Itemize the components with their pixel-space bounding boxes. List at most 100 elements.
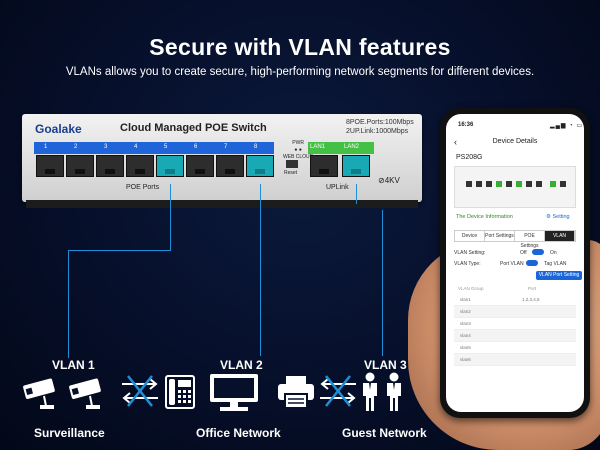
vlan2-line — [260, 184, 261, 356]
vlan-setting-off: Off — [520, 250, 527, 256]
cctv-camera-icon — [66, 378, 110, 410]
vlan1-line — [68, 250, 171, 251]
vlan-type-toggle[interactable] — [526, 260, 538, 266]
uplink-port-strip — [308, 142, 374, 154]
vlan-type-tag: Tag VLAN — [544, 261, 567, 267]
vlan3-line — [356, 184, 357, 204]
port-number: 5 — [164, 144, 168, 150]
device-port-icon — [506, 181, 512, 187]
category-label: Office Network — [196, 426, 281, 440]
device-port-icon — [516, 181, 522, 187]
device-port-icon — [466, 181, 472, 187]
poe-ports-label: POE Ports — [126, 184, 160, 191]
vlan-setting-toggle[interactable] — [532, 249, 544, 255]
vlan-setting-on: On — [550, 250, 557, 256]
ethernet-port — [216, 155, 244, 177]
uplink-port — [310, 155, 338, 177]
switch-spec-poe: 8POE.Ports:100Mbps — [346, 119, 414, 126]
surge-rating: ⊘4KV — [378, 176, 400, 185]
device-port-icon — [476, 181, 482, 187]
device-port-icon — [496, 181, 502, 187]
phone-time: 16:36 — [458, 122, 474, 128]
port-number: 4 — [134, 144, 138, 150]
ethernet-port — [186, 155, 214, 177]
uplink-port-number: LAN1 — [310, 144, 326, 150]
device-port-icon — [536, 181, 542, 187]
list-item[interactable]: vlan2 — [454, 306, 576, 318]
tab-device[interactable]: Device — [455, 231, 485, 241]
list-item[interactable]: vlan4 — [454, 330, 576, 342]
port-number: 3 — [104, 144, 108, 150]
smartphone: 16:36 ▂▄▆ ◔ ▭ ‹ Device Details PS208G Th… — [440, 108, 590, 418]
vlan-label: VLAN 3 — [364, 358, 407, 372]
setting-link[interactable]: ⚙ Setting — [546, 214, 570, 220]
vlan-type-label: VLAN Type: — [454, 261, 481, 267]
tab-port-settings[interactable]: Port Settings — [485, 231, 515, 241]
ethernet-port — [66, 155, 94, 177]
status-leds: PWR ● ● WEB CLOUD — [283, 140, 313, 161]
switch-model: Cloud Managed POE Switch — [120, 122, 267, 134]
port-number: 7 — [224, 144, 228, 150]
led-dots: ● ● — [294, 147, 302, 153]
ethernet-port — [126, 155, 154, 177]
printer-icon — [276, 374, 316, 410]
device-info-link[interactable]: The Device Information — [456, 214, 513, 220]
port-number: 8 — [254, 144, 258, 150]
device-panel-image — [454, 166, 576, 208]
list-item[interactable]: vlan6 — [454, 354, 576, 366]
vlan-type-port: Port VLAN — [500, 261, 524, 267]
page-subtitle: VLANs allows you to create secure, high-… — [65, 66, 535, 78]
list-item[interactable]: vlan3 — [454, 318, 576, 330]
person-icon — [384, 372, 404, 412]
ethernet-port-vlan1 — [156, 155, 184, 177]
tab-bar: Device Port Settings POE Settings VLAN — [454, 230, 576, 249]
uplink-label: UPLink — [326, 184, 349, 191]
list-header-group: VLAN Group — [458, 286, 484, 291]
port-number: 2 — [74, 144, 78, 150]
uplink-port-number: LAN2 — [344, 144, 360, 150]
device-model: PS208G — [456, 154, 483, 161]
category-label: Guest Network — [342, 426, 427, 440]
blocked-arrows-icon — [316, 374, 360, 408]
switch-base — [26, 200, 418, 208]
back-icon[interactable]: ‹ — [454, 137, 457, 147]
ip-phone-icon — [164, 374, 196, 410]
vlan1-line — [170, 184, 171, 250]
device-port-icon — [560, 181, 566, 187]
uplink-port-vlan3 — [342, 155, 370, 177]
device-port-icon — [526, 181, 532, 187]
ethernet-port-vlan2 — [246, 155, 274, 177]
screen-header: Device Details — [492, 138, 538, 145]
reset-button[interactable] — [286, 160, 298, 168]
ethernet-port — [36, 155, 64, 177]
tab-poe-settings[interactable]: POE Settings — [515, 231, 545, 249]
tab-vlan[interactable]: VLAN — [545, 231, 575, 241]
list-header-port: Port — [528, 286, 537, 291]
vlan1-line — [68, 250, 69, 358]
phone-screen: 16:36 ▂▄▆ ◔ ▭ ‹ Device Details PS208G Th… — [446, 114, 584, 412]
vlan-port-setting-button[interactable]: VLAN Port Setting — [536, 271, 582, 280]
phone-status-icons: ▂▄▆ ◔ ▭ — [550, 123, 584, 129]
category-label: Surveillance — [34, 426, 105, 440]
poe-port-strip — [34, 142, 274, 154]
device-port-icon — [550, 181, 556, 187]
port-number: 1 — [44, 144, 48, 150]
desktop-computer-icon — [208, 372, 260, 412]
pwr-label: PWR — [292, 140, 304, 146]
person-icon — [360, 372, 380, 412]
vlan-label: VLAN 2 — [220, 358, 263, 372]
vlan-setting-label: VLAN Setting: — [454, 250, 486, 256]
page-title: Secure with VLAN features — [149, 34, 451, 60]
list-item[interactable]: vlan5 — [454, 342, 576, 354]
cloud-label: WEB CLOUD — [283, 154, 314, 160]
vlan-label: VLAN 1 — [52, 358, 95, 372]
switch-spec-uplink: 2UP.Link:1000Mbps — [346, 128, 409, 135]
gear-icon: ⚙ — [546, 214, 551, 220]
blocked-arrows-icon — [118, 374, 162, 408]
ethernet-port — [96, 155, 124, 177]
switch-brand: Goalake — [35, 122, 82, 136]
vlan3-line — [382, 210, 383, 356]
reset-label: Reset — [284, 170, 298, 176]
port-number: 6 — [194, 144, 198, 150]
